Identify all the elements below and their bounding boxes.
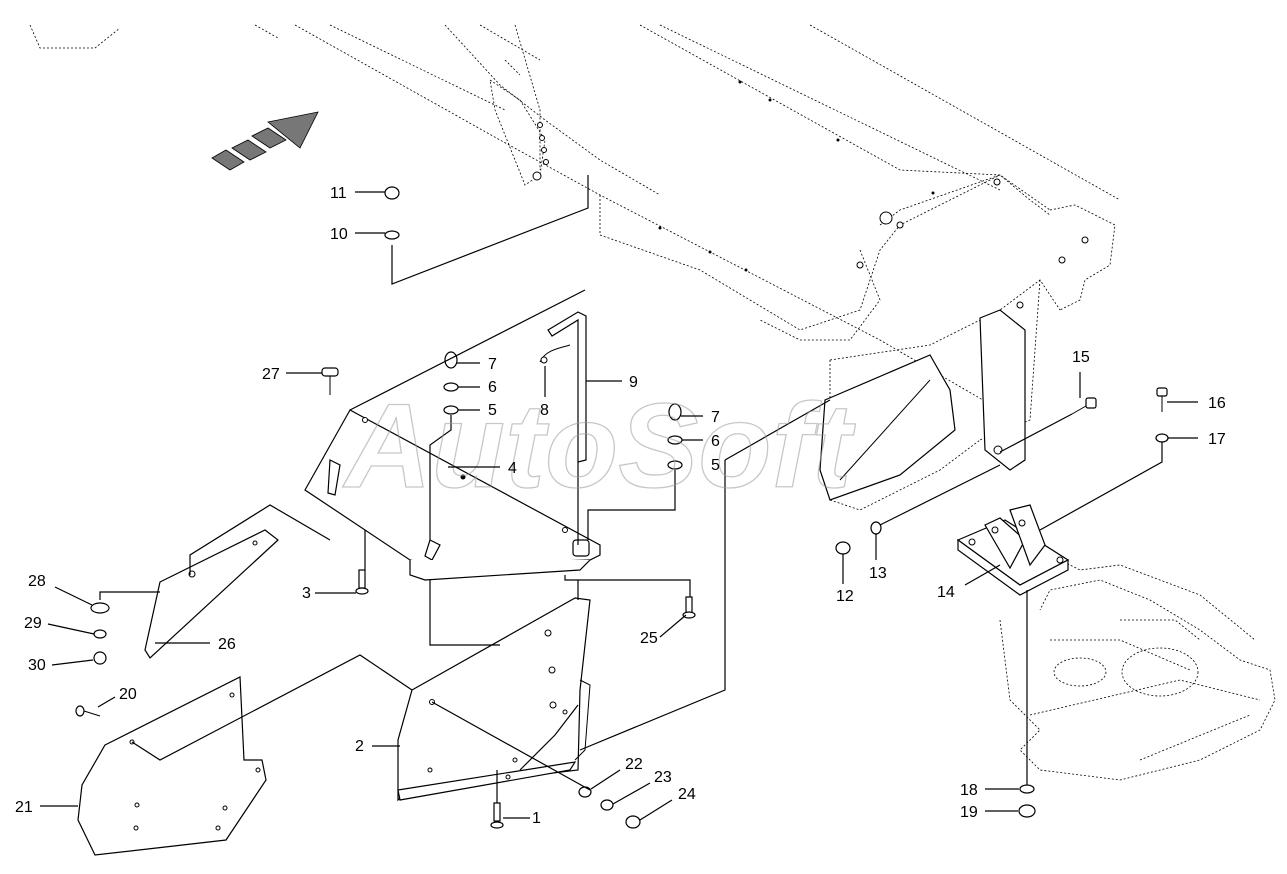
- callout-20: 20: [119, 686, 137, 703]
- part-8-clip: [539, 344, 571, 364]
- callout-27: 27: [262, 366, 280, 383]
- callout-7-right: 7: [711, 409, 720, 426]
- callout-11: 11: [330, 185, 347, 202]
- callout-21: 21: [15, 799, 33, 816]
- frame-holes: [532, 80, 1089, 309]
- callout-7: 7: [488, 356, 497, 373]
- callout-28: 28: [28, 573, 46, 590]
- callout-6-right: 6: [711, 433, 720, 450]
- callout-4: 4: [508, 460, 517, 477]
- callout-12: 12: [836, 588, 854, 605]
- callout-22: 22: [625, 756, 643, 773]
- assembly-lines: [99, 175, 1163, 803]
- callout-23: 23: [654, 769, 672, 786]
- callout-18: 18: [960, 782, 978, 799]
- callout-1: 1: [532, 810, 541, 827]
- callout-29: 29: [24, 615, 42, 632]
- part-21-lower-plate: [77, 676, 267, 856]
- fasteners: [75, 186, 1169, 829]
- part-9-pin: [547, 311, 587, 463]
- callout-24: 24: [678, 786, 696, 803]
- callout-9: 9: [629, 374, 638, 391]
- callout-13: 13: [869, 565, 887, 582]
- part-2-middle-plate: [397, 597, 591, 802]
- callout-25: 25: [640, 630, 658, 647]
- callout-5: 5: [488, 402, 497, 419]
- part-4-upper-plate: [304, 409, 601, 581]
- callout-16: 16: [1208, 395, 1226, 412]
- callout-6: 6: [488, 379, 497, 396]
- direction-arrow-icon: [211, 111, 319, 171]
- callout-30: 30: [28, 657, 46, 674]
- callout-5-right: 5: [711, 457, 720, 474]
- callout-17: 17: [1208, 431, 1226, 448]
- callout-leaders: [40, 191, 1198, 821]
- callout-10: 10: [330, 226, 348, 243]
- callout-19: 19: [960, 804, 978, 821]
- callout-8: 8: [540, 402, 549, 419]
- callout-labels: 1 2 3 4 5 5 6 6 7 7 8 9 10 11 12 13 14 1…: [15, 185, 1226, 827]
- callout-15: 15: [1072, 349, 1090, 366]
- watermark: AutoSoft: [342, 379, 857, 513]
- frame-mount-bracket: [819, 309, 1026, 501]
- callout-14: 14: [937, 584, 955, 601]
- callout-3: 3: [302, 585, 311, 602]
- callout-26: 26: [218, 636, 236, 653]
- part-14-bracket: [956, 504, 1070, 596]
- callout-2: 2: [355, 738, 364, 755]
- part-26-bracket: [144, 529, 279, 659]
- machine-frame: [29, 24, 1276, 781]
